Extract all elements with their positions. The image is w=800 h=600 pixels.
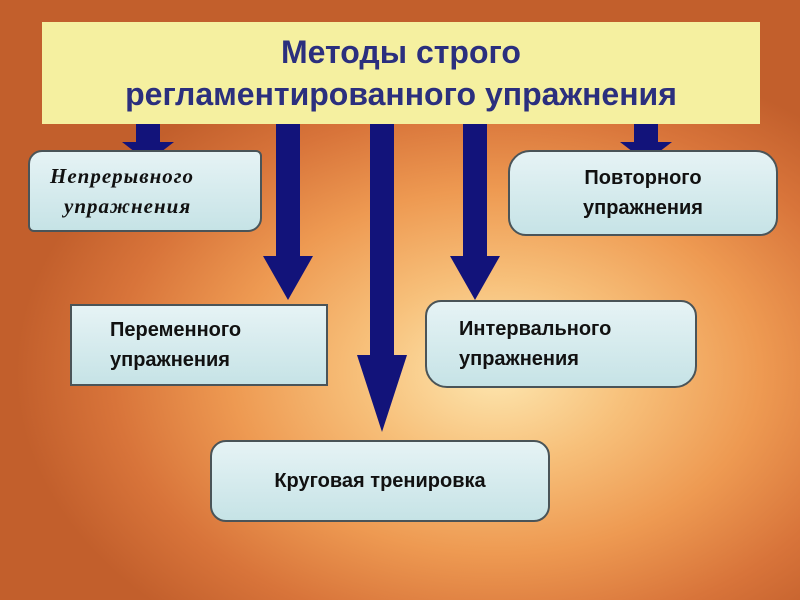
node-circuit: Круговая тренировка (210, 440, 550, 522)
diagram-title-box: Методы строго регламентированного упражн… (42, 22, 760, 124)
node-repeated: Повторного упражнения (508, 150, 778, 236)
node-variable-line2: упражнения (110, 349, 230, 371)
node-repeated-line2: упражнения (583, 197, 703, 219)
node-continuous-line1: Непрерывного (50, 164, 195, 188)
node-interval-line1: Интервального (459, 318, 612, 340)
node-interval: Интервального упражнения (425, 300, 697, 388)
title-line-2: регламентированного упражнения (125, 76, 677, 112)
arrow-to-continuous (122, 124, 174, 162)
node-interval-line2: упражнения (459, 348, 579, 370)
node-continuous: Непрерывного упражнения (28, 150, 262, 232)
node-variable-line1: Переменного (110, 319, 242, 341)
title-line-1: Методы строго (281, 34, 521, 70)
node-continuous-line2: упражнения (64, 194, 192, 218)
arrow-to-repeated (620, 124, 672, 162)
arrow-to-variable (263, 124, 313, 300)
arrow-to-interval (450, 124, 500, 300)
node-variable: Переменного упражнения (70, 304, 328, 386)
node-repeated-line1: Повторного (584, 167, 702, 189)
node-circuit-line1: Круговая тренировка (274, 470, 486, 492)
arrow-to-circuit (357, 124, 407, 432)
